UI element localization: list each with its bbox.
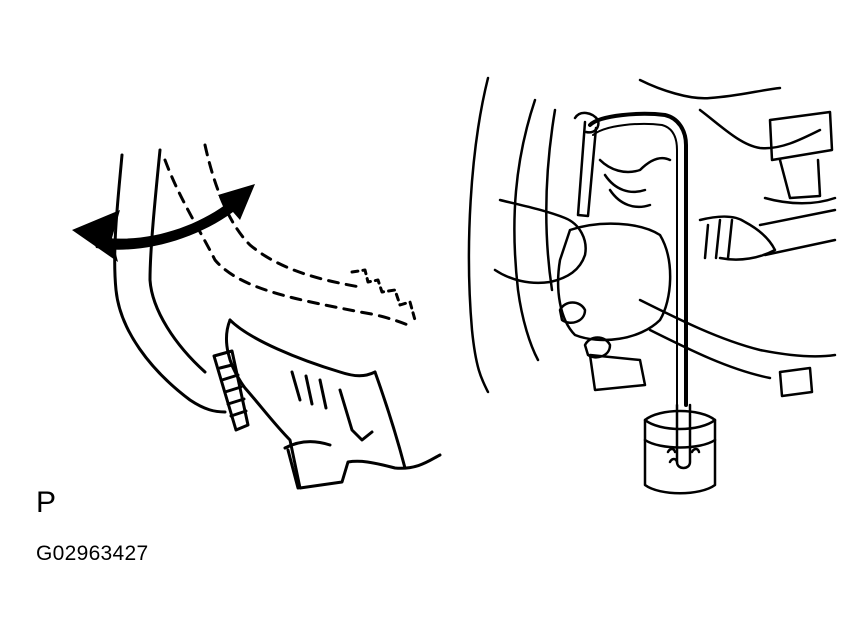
caliper-lower	[588, 353, 647, 392]
shoe-outline	[225, 318, 442, 490]
shoe-lace-area	[290, 370, 328, 410]
cv-boot-ribs	[703, 218, 734, 260]
wheel-arc-outer	[467, 76, 490, 394]
bubbles	[666, 447, 701, 464]
wheel-arc-inner	[513, 98, 540, 362]
pedal-arm	[113, 153, 227, 414]
bolt-right	[778, 366, 814, 398]
upper-component-2	[698, 108, 822, 150]
wrench	[576, 120, 598, 218]
lower-arm-2	[648, 328, 772, 380]
bleed-bottle	[643, 409, 717, 495]
figure-label: P	[36, 486, 57, 519]
pump-arrow-left-head	[72, 210, 120, 262]
drive-shaft	[758, 208, 837, 257]
pedal-arm-inner	[148, 148, 207, 374]
pedal-arm-released-inner	[203, 143, 362, 289]
upper-component	[638, 78, 782, 100]
hose-in-bottle	[675, 403, 692, 470]
hand	[493, 198, 587, 285]
pedal-pad-hatched	[212, 349, 250, 432]
spring-band	[763, 196, 837, 205]
brake-lines	[598, 156, 672, 209]
figure-code: G02963427	[36, 542, 149, 565]
pedal-pad-released	[350, 268, 417, 322]
disc-arc	[545, 108, 557, 292]
shoe-heel	[286, 448, 300, 490]
caliper-bolt-2	[583, 336, 612, 359]
caliper-bolt-1	[558, 301, 587, 324]
bleeder-hose	[588, 111, 688, 407]
pedal-foot-panel	[72, 143, 442, 490]
lower-arm	[638, 298, 837, 358]
bottle-fluid	[643, 438, 717, 449]
shoe-vamp	[338, 388, 374, 442]
bleeder-hose-inner	[592, 122, 678, 406]
cv-boot	[698, 215, 777, 261]
bleeding-panel	[467, 76, 837, 495]
shoe-top	[228, 318, 377, 378]
pedal-arm-released	[163, 158, 410, 327]
shock-body	[778, 158, 822, 200]
ankle-line	[373, 370, 407, 470]
bleed-bottle-top	[643, 418, 717, 431]
shoe-sole-line	[283, 440, 332, 450]
caliper-body	[556, 222, 672, 342]
shock-top	[768, 110, 834, 162]
